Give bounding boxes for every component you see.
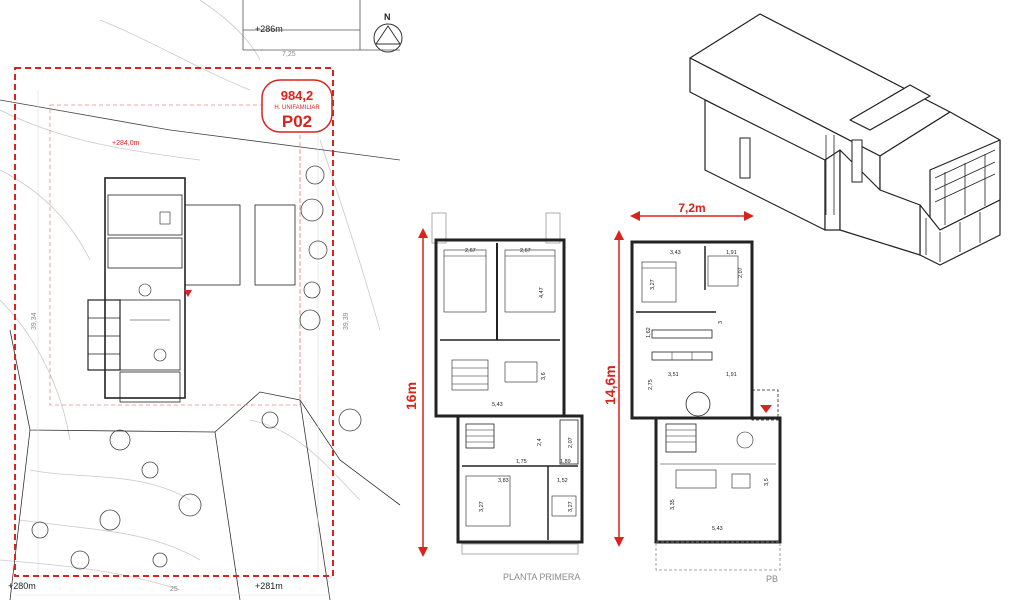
badge-area: 984,2 (281, 88, 314, 103)
site-plan: +286m 7,25 +284,0m 39,34 39,39 +280m +28… (0, 0, 403, 601)
site-bottom-left-level: +280m (8, 581, 36, 591)
site-left-dim: 39,34 (31, 312, 38, 330)
first-floor-title: PLANTA PRIMERA (503, 572, 580, 582)
badge-code: P02 (282, 112, 312, 131)
ff-dim-5: 5,43 (492, 402, 503, 408)
ff-dim-8: 1,75 (516, 459, 527, 465)
ground-floor-title: PB (766, 574, 778, 584)
gf-dim-6: 1,62 (646, 327, 652, 338)
gf-dim-7: 3,51 (668, 372, 679, 378)
ff-dim-3: 4,47 (539, 287, 545, 298)
site-bottom-dim: 25 (170, 586, 178, 593)
entrance-marker (184, 290, 192, 297)
ground-floor-plan: 7,2m 14,6m 3,43 1,91 3,27 2,07 3 1,62 3,… (602, 201, 782, 584)
trees (31, 165, 362, 570)
site-boundary (14, 67, 334, 577)
ground-floor-width-dim: 7,2m (678, 201, 705, 215)
ff-dim-9: 1,89 (560, 459, 571, 465)
ground-floor-height-dim: 14,6m (602, 365, 618, 405)
ff-dim-6: 2,4 (537, 438, 543, 446)
gf-dim-12: 5,43 (712, 526, 723, 532)
site-top-level: +286m (255, 24, 283, 34)
badge-type: H. UNIFAMILIAR (274, 105, 320, 111)
site-mid-level: +284,0m (112, 140, 140, 147)
ff-dim-4: 3,6 (541, 372, 547, 380)
gf-dim-1: 3,43 (670, 250, 681, 256)
gf-dim-10: 3,5 (764, 478, 770, 486)
gf-dim-9: 2,75 (648, 379, 654, 390)
first-floor-height-dim: 16m (403, 382, 419, 410)
north-arrow: N (373, 12, 403, 53)
site-right-dim: 39,39 (343, 312, 350, 330)
project-badge: 984,2 H. UNIFAMILIAR P02 (261, 79, 333, 133)
ff-dim-11: 1,52 (557, 478, 568, 484)
ff-dim-7: 2,07 (568, 437, 574, 448)
gf-dim-11: 3,35 (670, 499, 676, 510)
gf-dim-2: 1,91 (726, 250, 737, 256)
gf-dim-3: 3,27 (650, 279, 656, 290)
ff-dim-1: 2,67 (465, 248, 476, 254)
north-label: N (384, 12, 391, 22)
axonometric-view (689, 13, 1001, 266)
first-floor-plan: 16m 2,67 2,67 4,47 3,6 5,43 2,4 2,07 1,7… (403, 212, 584, 582)
site-width-top: 7,25 (282, 51, 296, 58)
site-house-footprint (87, 177, 296, 403)
gf-dim-8: 1,91 (726, 372, 737, 378)
ff-dim-10: 3,83 (498, 478, 509, 484)
ff-dim-2: 2,67 (520, 248, 531, 254)
gf-dim-5: 3 (718, 321, 724, 324)
site-bottom-right-level: +281m (255, 581, 283, 591)
gf-dim-4: 2,07 (738, 267, 744, 278)
ff-dim-13: 3,27 (568, 501, 574, 512)
ff-dim-12: 3,27 (479, 501, 485, 512)
